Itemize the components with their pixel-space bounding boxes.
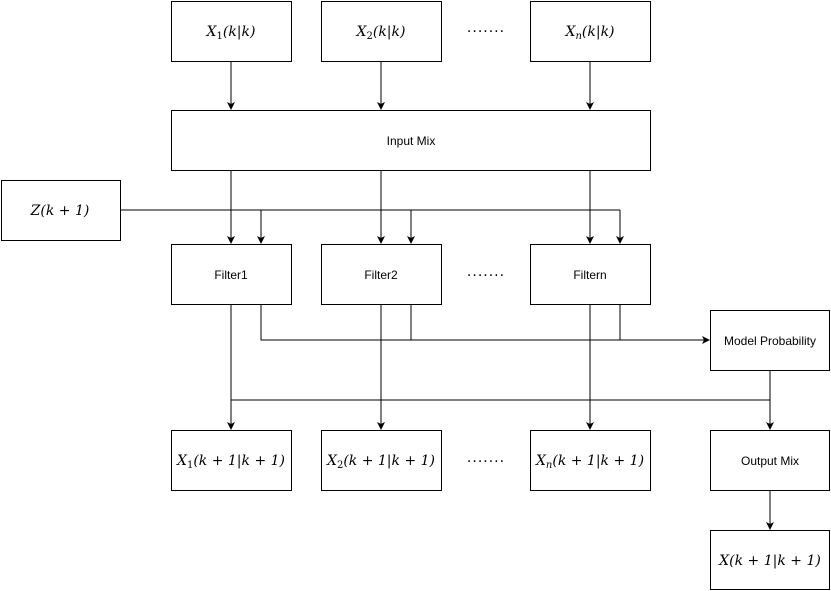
svg-text:Model Probability: Model Probability xyxy=(724,334,816,348)
svg-text:X2(k|k): X2(k|k) xyxy=(356,24,406,42)
final-state-block: X(k + 1|k + 1) xyxy=(710,530,830,590)
svg-text:Output Mix: Output Mix xyxy=(741,454,799,468)
svg-text:X1(k|k): X1(k|k) xyxy=(206,24,256,42)
top-state-2: X2(k|k) xyxy=(321,1,442,62)
ellipsis-outputs: ....... xyxy=(467,450,505,466)
svg-text:Filter2: Filter2 xyxy=(364,268,398,282)
svg-text:X1(k + 1|k + 1): X1(k + 1|k + 1) xyxy=(176,453,285,471)
svg-text:Filter1: Filter1 xyxy=(214,268,248,282)
model-probability-block: Model Probability xyxy=(710,310,830,371)
filter-1: Filter1 xyxy=(171,244,292,305)
output-mix-block: Output Mix xyxy=(710,430,830,491)
output-state-2: X2(k + 1|k + 1) xyxy=(321,430,442,491)
ellipsis-filters: ....... xyxy=(467,264,505,280)
svg-text:X2(k + 1|k + 1): X2(k + 1|k + 1) xyxy=(326,453,435,471)
likelihood-bus xyxy=(260,304,710,344)
output-state-1: X1(k + 1|k + 1) xyxy=(171,430,292,491)
output-state-n: Xn(k + 1|k + 1) xyxy=(530,430,651,491)
svg-text:Input Mix: Input Mix xyxy=(387,134,436,148)
filter-n: Filtern xyxy=(530,244,651,305)
top-state-1: X1(k|k) xyxy=(171,1,292,62)
svg-text:Z(k + 1): Z(k + 1) xyxy=(30,203,90,219)
svg-text:Filtern: Filtern xyxy=(573,268,606,282)
ellipsis-top: ....... xyxy=(467,20,505,36)
top-state-n: Xn(k|k) xyxy=(530,1,651,62)
svg-text:X(k + 1|k + 1): X(k + 1|k + 1) xyxy=(718,553,821,569)
svg-text:Xn(k|k): Xn(k|k) xyxy=(564,24,614,42)
input-mix-block: Input Mix xyxy=(171,110,651,171)
svg-text:Xn(k + 1|k + 1): Xn(k + 1|k + 1) xyxy=(535,453,644,471)
measurement-block: Z(k + 1) xyxy=(1,180,121,241)
filter-2: Filter2 xyxy=(321,244,442,305)
connectors xyxy=(120,61,774,530)
